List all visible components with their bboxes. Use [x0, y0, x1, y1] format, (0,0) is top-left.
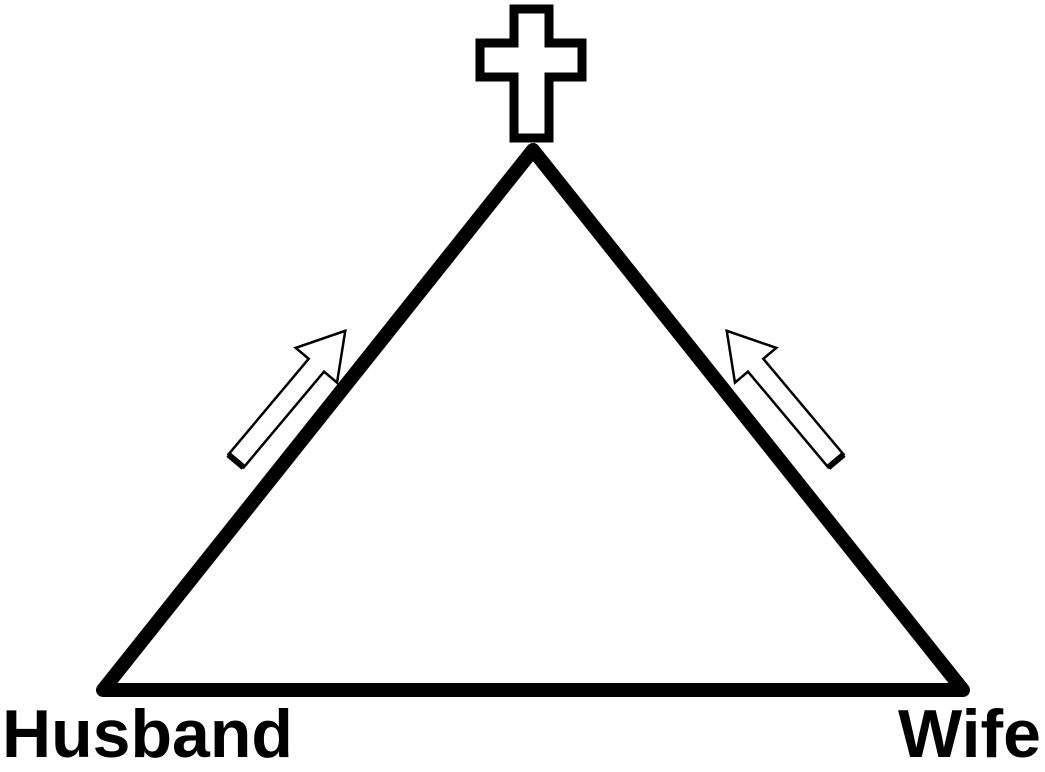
- triangle: [96, 143, 970, 697]
- cross-icon: [475, 4, 587, 143]
- arrow-up-left-icon: [725, 328, 846, 470]
- arrow-up-right-icon: [226, 328, 347, 470]
- wife-label: Wife: [898, 696, 1041, 772]
- husband-label: Husband: [2, 696, 293, 772]
